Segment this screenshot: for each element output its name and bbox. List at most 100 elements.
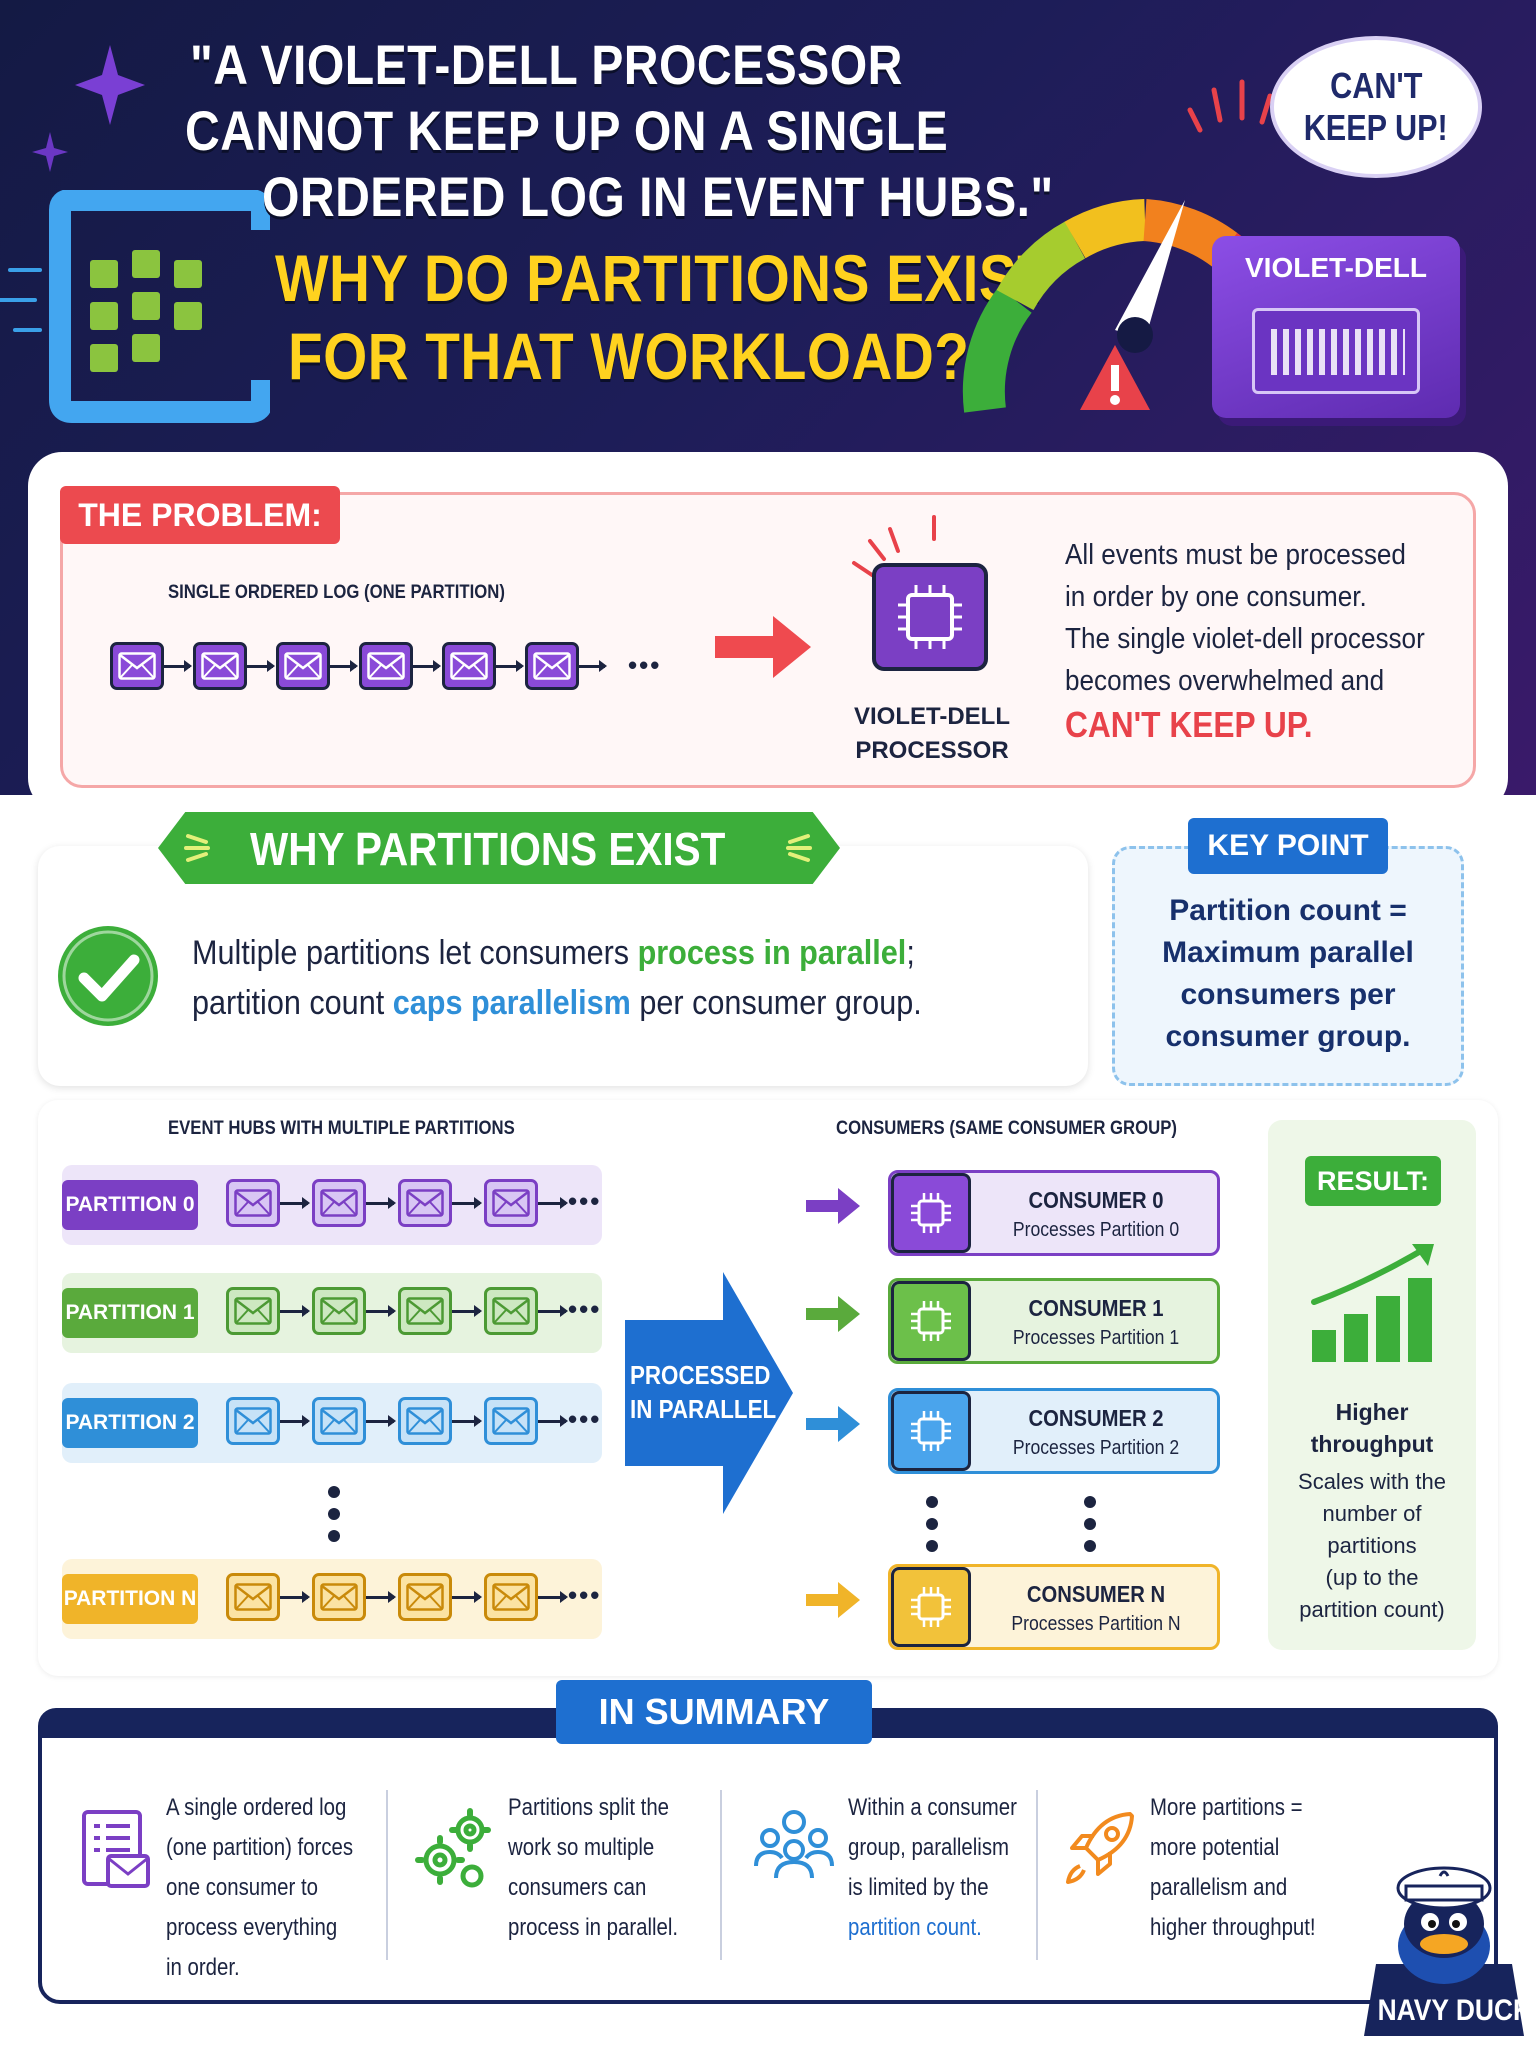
- message-envelope-icon: [442, 642, 496, 690]
- result-detail-4: (up to the: [1325, 1565, 1419, 1590]
- parallel-label-line-2: IN PARALLEL: [630, 1394, 777, 1424]
- consumer-title: CONSUMER N: [1026, 1581, 1166, 1607]
- consumer-chip-icon: [891, 1173, 971, 1253]
- message-envelope-icon: [312, 1573, 366, 1621]
- message-envelope-icon: [276, 642, 330, 690]
- event-hubs-logo-icon: [0, 190, 270, 423]
- consumer-box: CONSUMER 0 Processes Partition 0: [888, 1170, 1220, 1256]
- single-log-ellipsis: •••: [628, 650, 662, 680]
- problem-description-3: The single violet-dell processor: [1065, 623, 1425, 655]
- summary-3-line-2: group, parallelism: [848, 1834, 1010, 1861]
- partition-ellipsis: •••: [568, 1580, 602, 1610]
- message-envelope-icon: [484, 1573, 538, 1621]
- sparkle-icon-small: [32, 132, 68, 172]
- partition-connector-arrow: [366, 1591, 396, 1603]
- result-detail-1: Scales with the: [1298, 1469, 1446, 1494]
- vertical-ellipsis-partitions: [328, 1486, 340, 1542]
- summary-item-4: More partitions = more potential paralle…: [1150, 1788, 1316, 1948]
- quote-line-2: CANNOT KEEP UP ON A SINGLE: [185, 99, 949, 162]
- parallel-arrow-icon: [625, 1272, 793, 1514]
- result-detail: Scales with the number of partitions (up…: [1268, 1466, 1476, 1626]
- key-point-tag: KEY POINT: [1188, 818, 1388, 874]
- summary-divider-3: [1036, 1790, 1038, 1960]
- summary-3-line-3: is limited by the: [848, 1874, 989, 1901]
- result-headline-2: throughput: [1310, 1431, 1434, 1457]
- key-point-panel: [1112, 846, 1464, 1086]
- consumer-chip-icon: [891, 1391, 971, 1471]
- result-headline: Higher throughput: [1268, 1396, 1476, 1460]
- check-circle-icon: [58, 926, 158, 1026]
- summary-1-line-3: one consumer to: [166, 1874, 318, 1901]
- partition-connector-arrow: [452, 1197, 482, 1209]
- consumer-arrow-icon: [806, 1188, 860, 1224]
- partition-connector-arrow: [366, 1305, 396, 1317]
- result-headline-1: Higher: [1335, 1399, 1409, 1425]
- highlight-caps: caps parallelism: [392, 984, 631, 1022]
- summary-2-line-1: Partitions split the: [508, 1794, 670, 1821]
- consumer-subtitle: Processes Partition 0: [1012, 1219, 1180, 1241]
- violet-dell-device: VIOLET-DELL: [1212, 236, 1460, 418]
- why-text-c: partition count: [192, 984, 393, 1022]
- partition-connector-arrow: [280, 1305, 310, 1317]
- question-line-2: FOR THAT WORKLOAD?": [288, 319, 997, 393]
- summary-1-line-4: process everything: [166, 1914, 338, 1941]
- sparkle-icon: [75, 45, 145, 125]
- why-banner-title: WHY PARTITIONS EXIST: [250, 823, 726, 875]
- parallel-label-line-1: PROCESSED: [630, 1360, 771, 1390]
- summary-4-line-3: parallelism and: [1150, 1874, 1288, 1901]
- result-detail-3: partitions: [1327, 1533, 1417, 1558]
- highlight-parallel: process in parallel: [637, 934, 907, 972]
- log-connector-arrow: [164, 660, 192, 672]
- summary-2-line-4: process in parallel.: [508, 1914, 679, 1941]
- processor-chip-icon: [852, 515, 988, 671]
- partition-connector-arrow: [452, 1591, 482, 1603]
- partition-connector-arrow: [538, 1197, 568, 1209]
- envelope-list-icon: [82, 1810, 150, 1888]
- consumers-heading: CONSUMERS (SAME CONSUMER GROUP): [836, 1118, 1177, 1139]
- consumer-chip-icon: [891, 1567, 971, 1647]
- summary-3-highlight: partition count.: [848, 1914, 982, 1941]
- consumer-subtitle: Processes Partition 1: [1012, 1327, 1180, 1349]
- result-tag: RESULT:: [1305, 1156, 1441, 1206]
- message-envelope-icon: [484, 1397, 538, 1445]
- bubble-line-2: KEEP UP!: [1304, 107, 1448, 148]
- log-connector-arrow: [247, 660, 275, 672]
- consumer-subtitle: Processes Partition 2: [1012, 1437, 1180, 1459]
- mascot-label: NAVY DUCK: [1377, 1994, 1533, 2027]
- summary-4-line-1: More partitions =: [1150, 1794, 1303, 1821]
- question-line-1: WHY DO PARTITIONS EXIST: [275, 241, 1053, 315]
- message-envelope-icon: [312, 1179, 366, 1227]
- message-envelope-icon: [484, 1179, 538, 1227]
- summary-2-line-2: work so multiple: [508, 1834, 655, 1861]
- summary-1-line-2: (one partition) forces: [166, 1834, 354, 1861]
- consumer-title: CONSUMER 0: [1028, 1187, 1164, 1213]
- partition-tag: PARTITION 2: [62, 1398, 198, 1448]
- log-connector-arrow: [330, 660, 358, 672]
- message-envelope-icon: [110, 642, 164, 690]
- consumer-arrow-icon: [806, 1582, 860, 1618]
- partitions-heading: EVENT HUBS WITH MULTIPLE PARTITIONS: [168, 1118, 515, 1139]
- summary-title: IN SUMMARY: [556, 1680, 872, 1744]
- summary-divider-1: [386, 1790, 388, 1960]
- why-text-a: Multiple partitions let consumers: [192, 934, 638, 972]
- bubble-line-1: CAN'T: [1329, 65, 1423, 106]
- speech-bubble: CAN'T KEEP UP!: [1270, 36, 1482, 178]
- alert-lines-icon: [1187, 79, 1273, 133]
- result-panel: [1268, 1120, 1476, 1650]
- red-arrow-icon: [715, 616, 811, 678]
- message-envelope-icon: [398, 1573, 452, 1621]
- result-detail-5: partition count): [1299, 1597, 1445, 1622]
- problem-description-1: All events must be processed: [1065, 539, 1406, 571]
- vertical-ellipsis-consumers-2: [1084, 1496, 1096, 1552]
- partition-connector-arrow: [280, 1197, 310, 1209]
- summary-1-line-1: A single ordered log: [166, 1794, 347, 1821]
- why-text-b: ;: [906, 934, 915, 972]
- message-envelope-icon: [484, 1287, 538, 1335]
- why-banner: [158, 812, 840, 884]
- why-panel: [38, 846, 1088, 1086]
- group-icon: [754, 1810, 834, 1879]
- gears-icon: [415, 1808, 491, 1888]
- log-connector-arrow: [496, 660, 524, 672]
